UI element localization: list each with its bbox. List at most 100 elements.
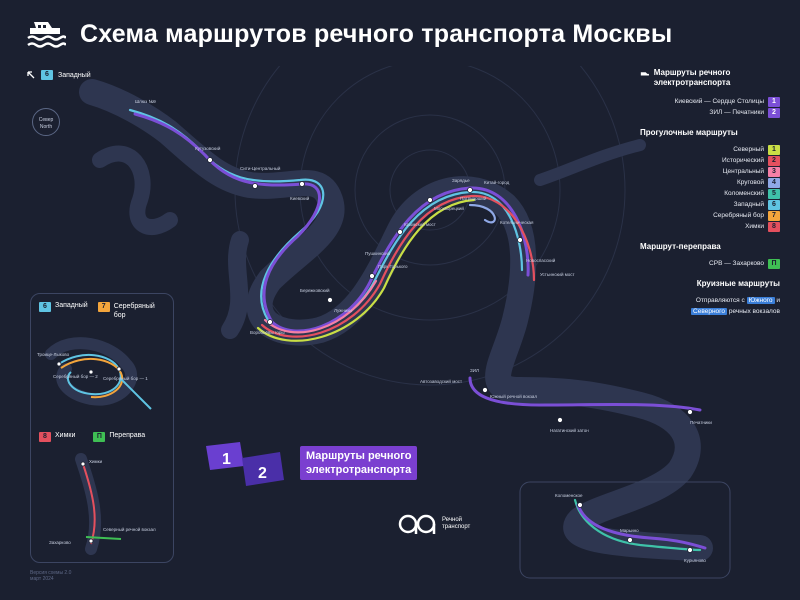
station-maryino[interactable]	[627, 537, 633, 543]
map-label: Зарядье	[452, 178, 470, 183]
promo-number-1: 1	[222, 451, 231, 468]
map-label: Парк Горького	[378, 264, 408, 269]
station-novospassky[interactable]	[517, 237, 523, 243]
brand-mark-icon	[398, 514, 436, 534]
top-route-pointer[interactable]: 6 Западный	[26, 70, 91, 80]
map-label: Киевский	[290, 195, 310, 201]
route-badge: П	[93, 432, 106, 442]
inset-header: 8 Химки П Переправа	[39, 432, 145, 442]
route-name: Серебряный бор	[113, 303, 155, 319]
legend-row[interactable]: Коломенский 5	[640, 188, 780, 199]
legend: Маршруты речного электротранспорта Киевс…	[640, 68, 780, 327]
station-zaryadye[interactable]	[467, 187, 473, 193]
legend-row[interactable]: Серебряный бор 7	[640, 210, 780, 221]
map-label: Марьино	[620, 528, 639, 533]
station-yuzhny[interactable]	[482, 387, 488, 393]
legend-row[interactable]: Киевский — Сердце Столицы 1	[640, 96, 780, 107]
legend-route-name: Серебряный бор	[713, 212, 764, 219]
route-badge: 6	[39, 302, 51, 312]
station-gorky[interactable]	[369, 273, 375, 279]
legend-route-name: Центральный	[722, 168, 764, 175]
legend-route-badge: 7	[768, 210, 780, 221]
station-luzhniki[interactable]	[327, 297, 333, 303]
legend-title: Маршрут-переправа	[640, 242, 721, 251]
station-fili[interactable]	[207, 157, 213, 163]
map-label: Устьинский мост	[540, 271, 575, 277]
promo-banner[interactable]: 1 2 Маршруты речного электротранспорта	[204, 440, 444, 490]
inset-west: 6 Западный 7 Серебряный бор Троице-Лыков…	[30, 293, 174, 563]
brand-name: Речной транспорт	[442, 517, 482, 531]
legend-route-name: Северный	[733, 146, 764, 153]
station-kolomenskoe[interactable]	[577, 502, 583, 508]
route-line-central	[263, 279, 378, 334]
inset-frame-south	[519, 481, 731, 579]
legend-route-name: Круговой	[736, 179, 764, 186]
promo-numbers: 1 2	[206, 442, 284, 486]
station-nagatinsky[interactable]	[557, 417, 563, 423]
station-kuryanovo[interactable]	[687, 547, 693, 553]
station-pechatniki[interactable]	[687, 409, 693, 415]
cruise-description: Отправляются с Южного и Северного речных…	[640, 295, 780, 317]
map-label: Крымский мост	[404, 221, 436, 227]
legend-route-name: ЗИЛ — Печатники	[709, 109, 764, 116]
legend-row[interactable]: ЗИЛ — Печатники 2	[640, 107, 780, 118]
legend-route-name: Коломенский	[724, 190, 764, 197]
legend-title: Круизные маршруты	[696, 279, 780, 288]
cruise-station-south[interactable]: Южного	[746, 297, 775, 304]
brand-logo: Речной транспорт	[398, 512, 482, 536]
map-label: Пушкинский	[365, 250, 391, 256]
map-label: Лужники	[334, 308, 352, 313]
legend-route-badge: 1	[768, 96, 780, 107]
route-line-electro-2	[468, 376, 702, 412]
inset-map-north: Химки Захарково Северный речной вокзал	[49, 453, 156, 555]
ship-icon	[640, 72, 649, 76]
legend-route-badge: 5	[768, 188, 780, 199]
map-label: Курьяново	[684, 558, 706, 563]
promo-line: электротранспорта	[306, 464, 412, 476]
cruise-station-north[interactable]: Северного	[691, 308, 728, 315]
map-label: Автозаводский мост	[420, 378, 462, 384]
map-label: Троице-Лыково	[37, 352, 70, 357]
legend-route-badge: 8	[768, 221, 780, 232]
station-vorobyovy[interactable]	[267, 319, 273, 325]
compass-north-label: Север	[38, 117, 54, 123]
route-line-electro	[133, 112, 530, 333]
route-name: Переправа	[109, 432, 146, 439]
map-label: Котельническая	[500, 220, 534, 225]
cruise-text: Отправляются с	[695, 297, 745, 304]
map-label: Бережковский	[300, 287, 330, 293]
version-line: Версия схемы 2.0	[30, 570, 72, 576]
legend-route-name: СРВ — Захарково	[709, 260, 764, 267]
stations	[207, 157, 693, 553]
station-siti[interactable]	[252, 183, 258, 189]
route-name: Химки	[55, 432, 76, 439]
route-badge: 7	[97, 302, 110, 312]
legend-row[interactable]: Круговой 4	[640, 177, 780, 188]
legend-route-badge: 4	[768, 177, 780, 188]
route-line-historic	[260, 194, 536, 338]
map-label: Шлюз №9	[135, 99, 156, 104]
station-kievsky[interactable]	[299, 181, 305, 187]
legend-route-badge: 6	[768, 199, 780, 210]
legend-route-badge: 2	[768, 107, 780, 118]
map-label: Новоспасский	[526, 257, 556, 263]
map-label: Воробьёвы горы	[250, 330, 285, 335]
map-label: Южный речной вокзал	[490, 393, 537, 399]
station-krymsky[interactable]	[397, 229, 403, 235]
brand-line: Речной	[442, 517, 463, 523]
route-line-northern	[256, 198, 476, 342]
map-label-group: Воробьёвы горы Лужники Парк Горького Кры…	[135, 99, 712, 563]
arrow-northwest-icon	[27, 71, 35, 79]
inset-header: 6 Западный 7 Серебряный бор	[39, 302, 155, 320]
map-label: Патриарший	[460, 195, 487, 201]
station-kitay[interactable]	[427, 197, 433, 203]
header: Схема маршрутов речного транспорта Москв…	[0, 0, 800, 66]
page-title: Схема маршрутов речного транспорта Москв…	[80, 20, 673, 48]
